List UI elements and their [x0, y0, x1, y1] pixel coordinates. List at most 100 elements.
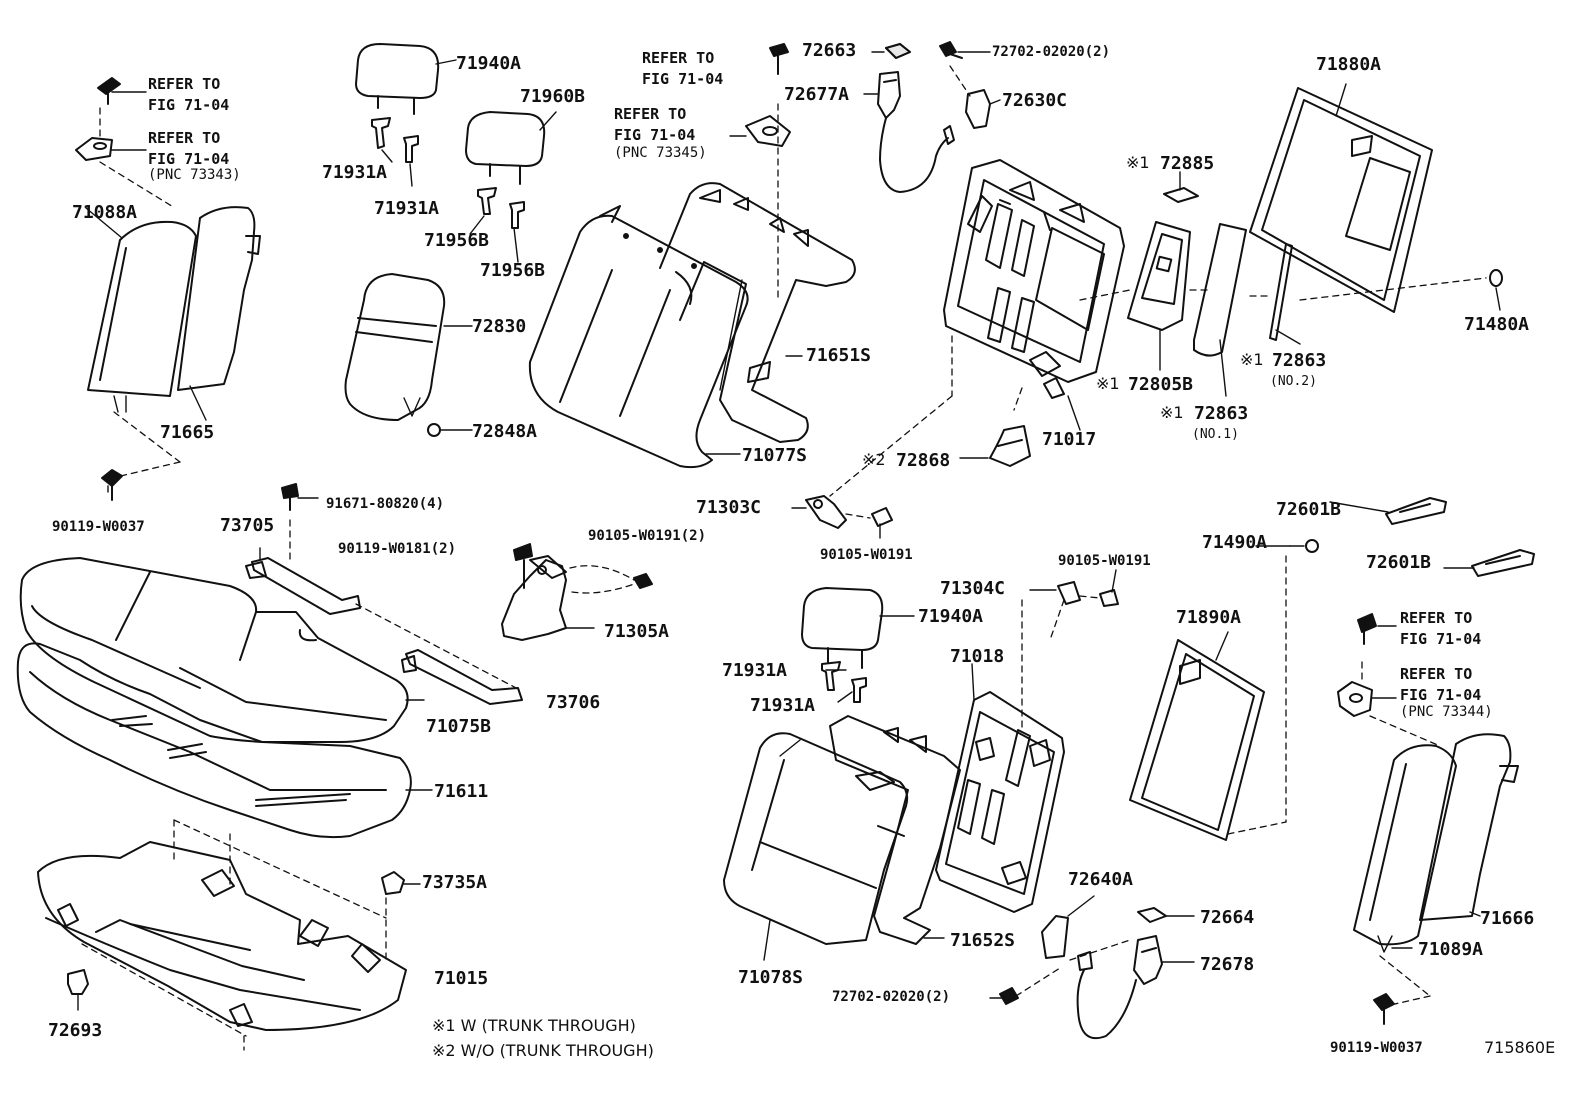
diagram-id: 715860E	[1484, 1038, 1556, 1057]
refer-to-text: REFER TO	[148, 75, 221, 93]
part-71018: 71018	[950, 646, 1005, 667]
part-71956B-2: 71956B	[480, 260, 546, 281]
part-72693: 72693	[48, 1020, 103, 1041]
legend-without-trunk-through: ※2 W/O (TRUNK THROUGH)	[432, 1041, 654, 1060]
refer-to-center-1: REFER TO FIG 71-04	[642, 48, 723, 90]
seatback-right-lower	[723, 581, 1195, 1040]
mark-1-72863-1: ※1	[1160, 403, 1184, 422]
part-71611: 71611	[434, 781, 489, 802]
latch-72677A-group	[863, 41, 1001, 193]
frame-71017	[829, 159, 1125, 497]
refer-to-center-2: REFER TO FIG 71-04	[614, 104, 695, 146]
part-71303C: 71303C	[696, 497, 762, 518]
part-71651S: 71651S	[806, 345, 872, 366]
mark-1-72805B: ※1	[1096, 374, 1120, 393]
part-72805B: 72805B	[1128, 374, 1194, 395]
part-71015: 71015	[434, 968, 489, 989]
part-72630C: 72630C	[1002, 90, 1068, 111]
part-90119-W0181: 90119-W0181(2)	[338, 541, 457, 557]
part-71077S: 71077S	[742, 445, 808, 466]
legend-trunk-through: ※1 W (TRUNK THROUGH)	[432, 1016, 636, 1035]
part-71305A: 71305A	[604, 621, 670, 642]
panel-71880A	[1249, 83, 1433, 313]
fig-text: FIG 71-04	[1400, 686, 1482, 704]
part-71490A: 71490A	[1202, 532, 1268, 553]
part-71940A-bottom: 71940A	[918, 606, 984, 627]
no1-label: (NO.1)	[1192, 427, 1239, 442]
bolster-71088A-group	[75, 77, 261, 501]
part-71931A-4: 71931A	[750, 695, 816, 716]
right-lower-group	[1129, 497, 1535, 1025]
leader-lines	[107, 457, 1475, 999]
part-71665: 71665	[160, 422, 215, 443]
part-90119-W0037-left: 90119-W0037	[52, 519, 145, 535]
part-72863-no2: 72863	[1272, 350, 1327, 371]
mark-2-72868: ※2	[862, 450, 886, 469]
part-72664: 72664	[1200, 907, 1255, 928]
fig-text: FIG 71-04	[614, 126, 696, 144]
part-71960B: 71960B	[520, 86, 586, 107]
part-71017: 71017	[1042, 429, 1097, 450]
part-73735A: 73735A	[422, 872, 488, 893]
pnc-73345: (PNC 73345)	[614, 145, 707, 161]
headrest-top-group	[355, 43, 557, 263]
part-71880A: 71880A	[1316, 54, 1382, 75]
part-71075B: 71075B	[426, 716, 492, 737]
pnc-73344: (PNC 73344)	[1400, 704, 1493, 720]
part-71304C: 71304C	[940, 578, 1006, 599]
part-71940A-top: 71940A	[456, 53, 522, 74]
part-90119-W0037-right: 90119-W0037	[1330, 1040, 1423, 1056]
part-71089A: 71089A	[1418, 939, 1484, 960]
mark-1-72885: ※1	[1126, 153, 1150, 172]
seat-cushion	[16, 483, 653, 839]
refer-to-left-2: REFER TO FIG 71-04	[148, 128, 229, 170]
part-71088A: 71088A	[72, 202, 138, 223]
refer-to-right-2: REFER TO FIG 71-04	[1400, 664, 1481, 706]
seat-frame-71015	[37, 819, 421, 1051]
part-72885: 72885	[1160, 153, 1215, 174]
fig-text: FIG 71-04	[148, 96, 230, 114]
refer-to-right-1: REFER TO FIG 71-04	[1400, 608, 1481, 650]
refer-to-text: REFER TO	[1400, 609, 1473, 627]
part-71666: 71666	[1480, 908, 1535, 929]
armrest-72830	[344, 273, 473, 437]
fig-text: FIG 71-04	[1400, 630, 1482, 648]
part-71931A-3: 71931A	[722, 660, 788, 681]
part-72863-no1: 72863	[1194, 403, 1249, 424]
part-71652S: 71652S	[950, 930, 1016, 951]
refer-to-text: REFER TO	[148, 129, 221, 147]
fig-text: FIG 71-04	[642, 70, 724, 88]
bracket-72868	[989, 425, 1031, 467]
part-71480A: 71480A	[1464, 314, 1530, 335]
part-72830: 72830	[472, 316, 527, 337]
part-72868: 72868	[896, 450, 951, 471]
trunk-through-parts	[1079, 171, 1503, 397]
part-71956B-1: 71956B	[424, 230, 490, 251]
part-72702-02020-bottom: 72702-02020(2)	[832, 989, 951, 1005]
part-72848A: 72848A	[472, 421, 538, 442]
pnc-73343: (PNC 73343)	[148, 167, 241, 183]
part-91671-80820: 91671-80820(4)	[326, 496, 445, 512]
part-71078S: 71078S	[738, 967, 804, 988]
seatback-center	[528, 43, 856, 469]
refer-to-text: REFER TO	[614, 105, 687, 123]
part-72601B-1: 72601B	[1276, 499, 1342, 520]
part-72601B-2: 72601B	[1366, 552, 1432, 573]
refer-to-text: REFER TO	[642, 49, 715, 67]
part-73706: 73706	[546, 692, 601, 713]
no2-label: (NO.2)	[1270, 374, 1317, 389]
part-72702-02020-top: 72702-02020(2)	[992, 44, 1111, 60]
mark-1-72863-2: ※1	[1240, 350, 1264, 369]
hinge-71303C	[805, 495, 893, 529]
part-72677A: 72677A	[784, 84, 850, 105]
part-72678: 72678	[1200, 954, 1255, 975]
part-73705: 73705	[220, 515, 275, 536]
part-90105-W0191-2: 90105-W0191(2)	[588, 528, 707, 544]
part-90105-W0191-a: 90105-W0191	[820, 547, 913, 563]
fig-text: FIG 71-04	[148, 150, 230, 168]
part-71890A: 71890A	[1176, 607, 1242, 628]
refer-to-text: REFER TO	[1400, 665, 1473, 683]
part-71931A-2: 71931A	[374, 198, 440, 219]
